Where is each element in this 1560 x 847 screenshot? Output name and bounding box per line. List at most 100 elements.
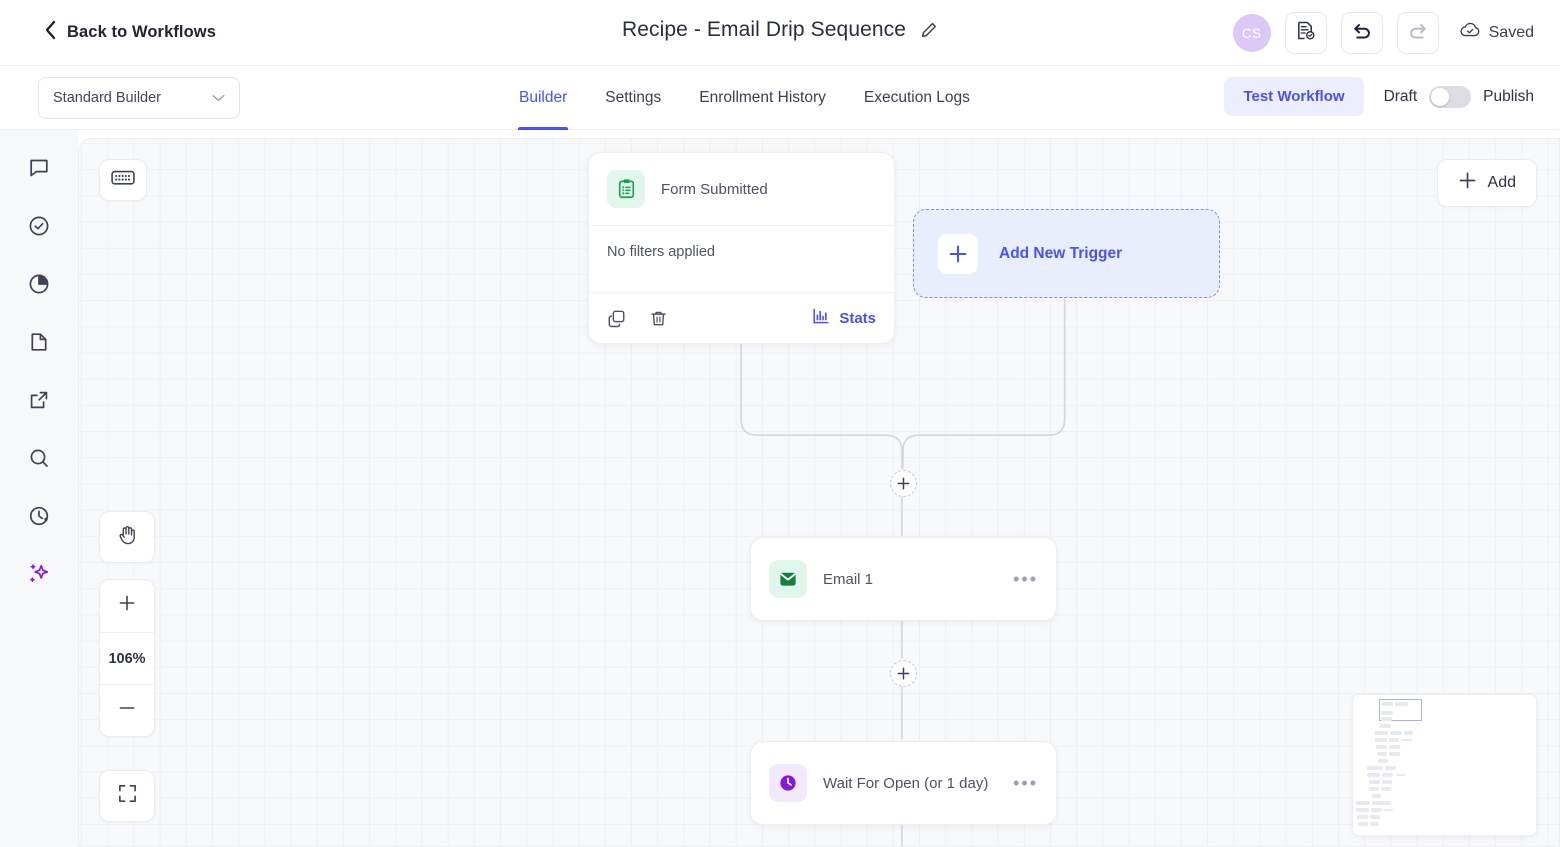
- save-status: Saved: [1459, 21, 1534, 45]
- workflow-title-group: Recipe - Email Drip Sequence: [0, 18, 1560, 42]
- clock-icon: [769, 764, 807, 802]
- rail-item-comments[interactable]: [19, 152, 59, 188]
- trigger-stats-label: Stats: [839, 309, 876, 327]
- tab-enrollment-history-label: Enrollment History: [699, 89, 826, 106]
- zoom-controls: 106%: [99, 579, 155, 737]
- rail-item-open-external[interactable]: [19, 384, 59, 420]
- builder-mode-value: Standard Builder: [53, 90, 162, 106]
- save-status-label: Saved: [1488, 24, 1534, 41]
- rail-item-ai-assistant[interactable]: [19, 558, 59, 594]
- keyboard-icon: [111, 169, 135, 191]
- ai-sparkle-icon: [26, 561, 52, 592]
- avatar[interactable]: CS: [1232, 14, 1271, 52]
- step-node-email-title: Email 1: [823, 570, 874, 588]
- external-link-icon: [27, 388, 51, 417]
- zoom-level: 106%: [100, 632, 154, 684]
- check-circle-icon: [27, 214, 51, 243]
- pie-chart-icon: [27, 272, 51, 301]
- trigger-node-header: Form Submitted: [589, 153, 894, 226]
- draft-label: Draft: [1383, 87, 1418, 105]
- rail-item-tasks[interactable]: [19, 210, 59, 246]
- plus-icon: [118, 594, 136, 618]
- search-icon: [27, 446, 51, 475]
- trigger-node-title: Form Submitted: [661, 180, 768, 198]
- add-step-button[interactable]: Add: [1436, 159, 1537, 207]
- add-step-label: Add: [1487, 174, 1516, 191]
- trash-icon[interactable]: [649, 304, 677, 332]
- left-rail: [0, 130, 78, 847]
- ellipsis-icon[interactable]: •••: [1013, 773, 1038, 793]
- toggle-knob: [1431, 87, 1450, 106]
- tab-builder[interactable]: Builder: [500, 66, 586, 130]
- connector-layer: [740, 298, 1066, 846]
- add-step-inline-button-1[interactable]: [890, 470, 917, 497]
- page-title: Recipe - Email Drip Sequence: [621, 18, 907, 41]
- add-step-inline-button-2[interactable]: [890, 660, 917, 687]
- trigger-node-filters: No filters applied: [607, 244, 715, 260]
- fit-to-screen-button[interactable]: [99, 770, 155, 822]
- keyboard-shortcuts-button[interactable]: [99, 159, 147, 201]
- trigger-node[interactable]: Form Submitted No filters applied: [588, 152, 895, 344]
- tab-settings-label: Settings: [605, 89, 662, 106]
- plus-icon: [897, 667, 910, 680]
- zoom-level-label: 106%: [108, 650, 146, 667]
- avatar-initials: CS: [1241, 25, 1262, 41]
- publish-label: Publish: [1483, 87, 1534, 105]
- publish-toggle-group: Draft Publish: [1383, 85, 1534, 108]
- rail-item-search[interactable]: [19, 442, 59, 478]
- tab-settings[interactable]: Settings: [586, 66, 680, 130]
- step-node-email[interactable]: Email 1 •••: [750, 537, 1057, 621]
- back-to-workflows-button[interactable]: Back to Workflows: [44, 20, 216, 45]
- redo-button[interactable]: [1396, 12, 1439, 54]
- plus-icon: [938, 233, 978, 274]
- tab-builder-label: Builder: [519, 89, 568, 106]
- copy-icon[interactable]: [607, 304, 635, 332]
- tab-enrollment-history[interactable]: Enrollment History: [680, 66, 845, 130]
- step-node-wait-title: Wait For Open (or 1 day): [823, 774, 989, 792]
- plus-icon: [897, 477, 910, 490]
- tab-bar: Builder Settings Enrollment History Exec…: [500, 66, 989, 130]
- bar-chart-icon: [812, 307, 830, 329]
- rail-item-documents[interactable]: [19, 326, 59, 362]
- pencil-icon[interactable]: [919, 21, 938, 40]
- clock-history-icon: [27, 504, 51, 533]
- workflow-minimap[interactable]: [1352, 694, 1537, 836]
- cloud-check-icon: [1459, 21, 1481, 45]
- rail-item-history[interactable]: [19, 500, 59, 536]
- hand-icon: [117, 524, 138, 551]
- test-workflow-button[interactable]: Test Workflow: [1224, 77, 1364, 116]
- undo-button[interactable]: [1340, 12, 1383, 54]
- add-new-trigger-label: Add New Trigger: [999, 244, 1123, 262]
- comment-icon: [27, 156, 51, 185]
- chevron-down-icon: [212, 89, 225, 107]
- workflow-canvas[interactable]: 106% Add: [78, 138, 1560, 847]
- undo-arrow-icon: [1351, 20, 1373, 47]
- zoom-in-button[interactable]: [100, 580, 154, 632]
- document-icon: [27, 330, 51, 359]
- add-new-trigger-card[interactable]: Add New Trigger: [913, 209, 1220, 298]
- pan-tool-button[interactable]: [99, 511, 155, 563]
- top-bar-actions: CS: [1232, 12, 1534, 54]
- step-node-wait[interactable]: Wait For Open (or 1 day) •••: [750, 741, 1057, 825]
- clipboard-list-icon: [607, 170, 645, 208]
- publish-toggle[interactable]: [1429, 85, 1472, 108]
- plus-icon: [1458, 171, 1477, 195]
- tab-execution-logs-label: Execution Logs: [863, 89, 970, 106]
- chevron-left-icon: [44, 20, 57, 45]
- envelope-icon: [769, 560, 807, 598]
- sub-bar-actions: Test Workflow Draft Publish: [1224, 77, 1534, 116]
- tab-execution-logs[interactable]: Execution Logs: [845, 66, 989, 130]
- rail-item-analytics[interactable]: [19, 268, 59, 304]
- sub-bar: Standard Builder Builder Settings Enroll…: [0, 66, 1560, 130]
- builder-mode-select[interactable]: Standard Builder: [38, 77, 240, 119]
- back-to-workflows-label: Back to Workflows: [67, 23, 217, 41]
- fit-screen-icon: [117, 783, 138, 809]
- zoom-out-button[interactable]: [100, 684, 154, 736]
- trigger-stats-button[interactable]: Stats: [812, 307, 876, 329]
- version-history-button[interactable]: [1284, 12, 1327, 54]
- ellipsis-icon[interactable]: •••: [1013, 569, 1038, 589]
- minus-icon: [118, 699, 136, 723]
- trigger-node-footer: Stats: [589, 292, 894, 343]
- document-check-icon: [1295, 20, 1316, 46]
- redo-arrow-icon: [1407, 20, 1429, 47]
